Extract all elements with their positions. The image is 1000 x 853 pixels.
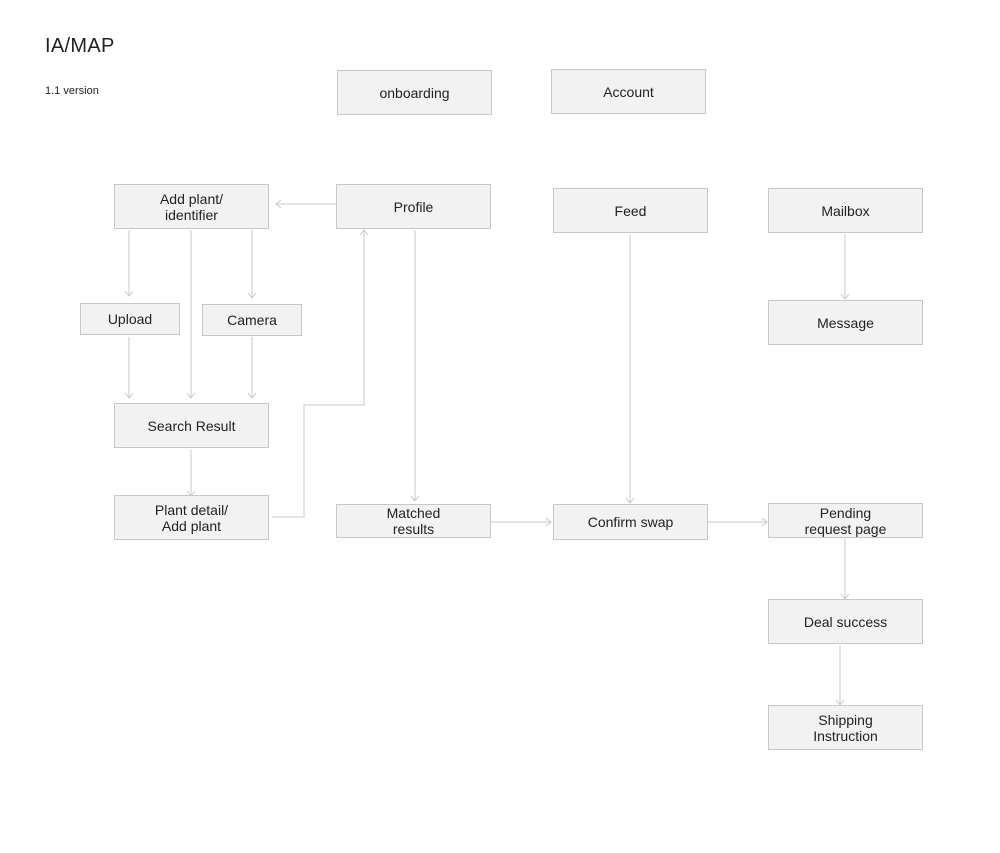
arrowhead	[124, 392, 134, 399]
node-feed[interactable]: Feed	[553, 188, 708, 233]
node-search-result[interactable]: Search Result	[114, 403, 269, 448]
node-camera[interactable]: Camera	[202, 304, 302, 336]
node-matched-results[interactable]: Matched results	[336, 504, 491, 538]
node-add-plant-identifier[interactable]: Add plant/ identifier	[114, 184, 269, 229]
node-pending-request-page[interactable]: Pending request page	[768, 503, 923, 538]
arrowhead	[410, 495, 420, 502]
arrowhead	[275, 199, 282, 209]
arrowhead	[247, 292, 257, 299]
edge-plant-detail-to-profile	[272, 230, 365, 518]
node-plant-detail-add-plant[interactable]: Plant detail/ Add plant	[114, 495, 269, 540]
node-message[interactable]: Message	[768, 300, 923, 345]
node-mailbox[interactable]: Mailbox	[768, 188, 923, 233]
node-deal-success[interactable]: Deal success	[768, 599, 923, 644]
node-onboarding[interactable]: onboarding	[337, 70, 492, 115]
arrowhead	[247, 392, 257, 399]
node-account[interactable]: Account	[551, 69, 706, 114]
arrowhead	[124, 290, 134, 297]
version-label: 1.1 version	[45, 85, 99, 97]
page-title: IA/MAP	[45, 35, 115, 57]
node-profile[interactable]: Profile	[336, 184, 491, 229]
node-upload[interactable]: Upload	[80, 303, 180, 335]
arrowhead	[840, 293, 850, 300]
node-confirm-swap[interactable]: Confirm swap	[553, 504, 708, 540]
arrowhead	[186, 392, 196, 399]
arrowhead	[625, 497, 635, 504]
arrowhead	[761, 517, 768, 527]
arrowhead	[545, 517, 552, 527]
arrowhead	[359, 229, 369, 236]
node-shipping-instruction[interactable]: Shipping Instruction	[768, 705, 923, 750]
